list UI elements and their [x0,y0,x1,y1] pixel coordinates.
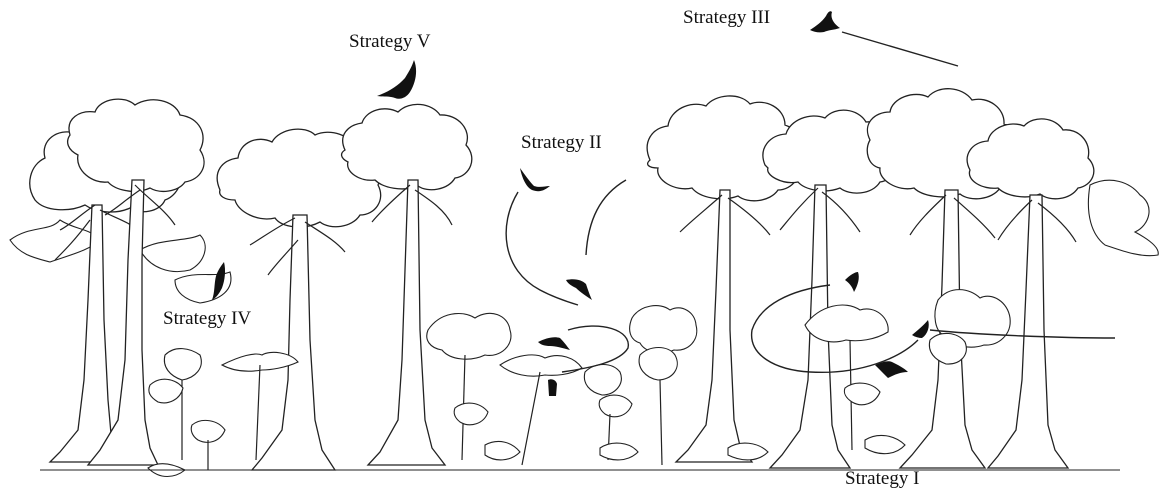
strategy-ii-label: Strategy II [521,132,602,153]
strategy-iii-label: Strategy III [683,7,771,28]
strategy-i-label: Strategy I [845,468,920,489]
strategy-i-flight-loop [751,284,1116,374]
left-forest-group [9,98,473,478]
bat-strategy-i-middle-icon [912,320,929,338]
bat-strategy-ii-lower-icon [566,279,592,300]
bat-strategy-v-icon [377,60,417,99]
strategy-iii-flight-path [841,31,959,67]
bat-hanging-icon [548,379,557,396]
bat-strategy-i-upper-icon [845,272,859,292]
strategy-v-label: Strategy V [349,31,431,52]
bat-strategy-ii-gleaning-icon [538,337,570,350]
bat-strategy-iii-icon [810,11,840,33]
bat-strategy-i-lower-icon [875,361,908,378]
right-forest-group [646,88,1159,469]
middle-understory [426,305,698,466]
strategy-ii-flight-path-left [505,191,579,306]
bat-strategy-ii-upper-icon [520,168,550,192]
strategy-ii-gleaning-path [561,325,629,373]
flight-paths [505,31,1116,374]
bats [212,11,929,396]
strategy-ii-flight-path-right [585,179,627,256]
bat-strategy-iv-icon [212,262,226,300]
strategy-iv-label: Strategy IV [163,308,252,329]
